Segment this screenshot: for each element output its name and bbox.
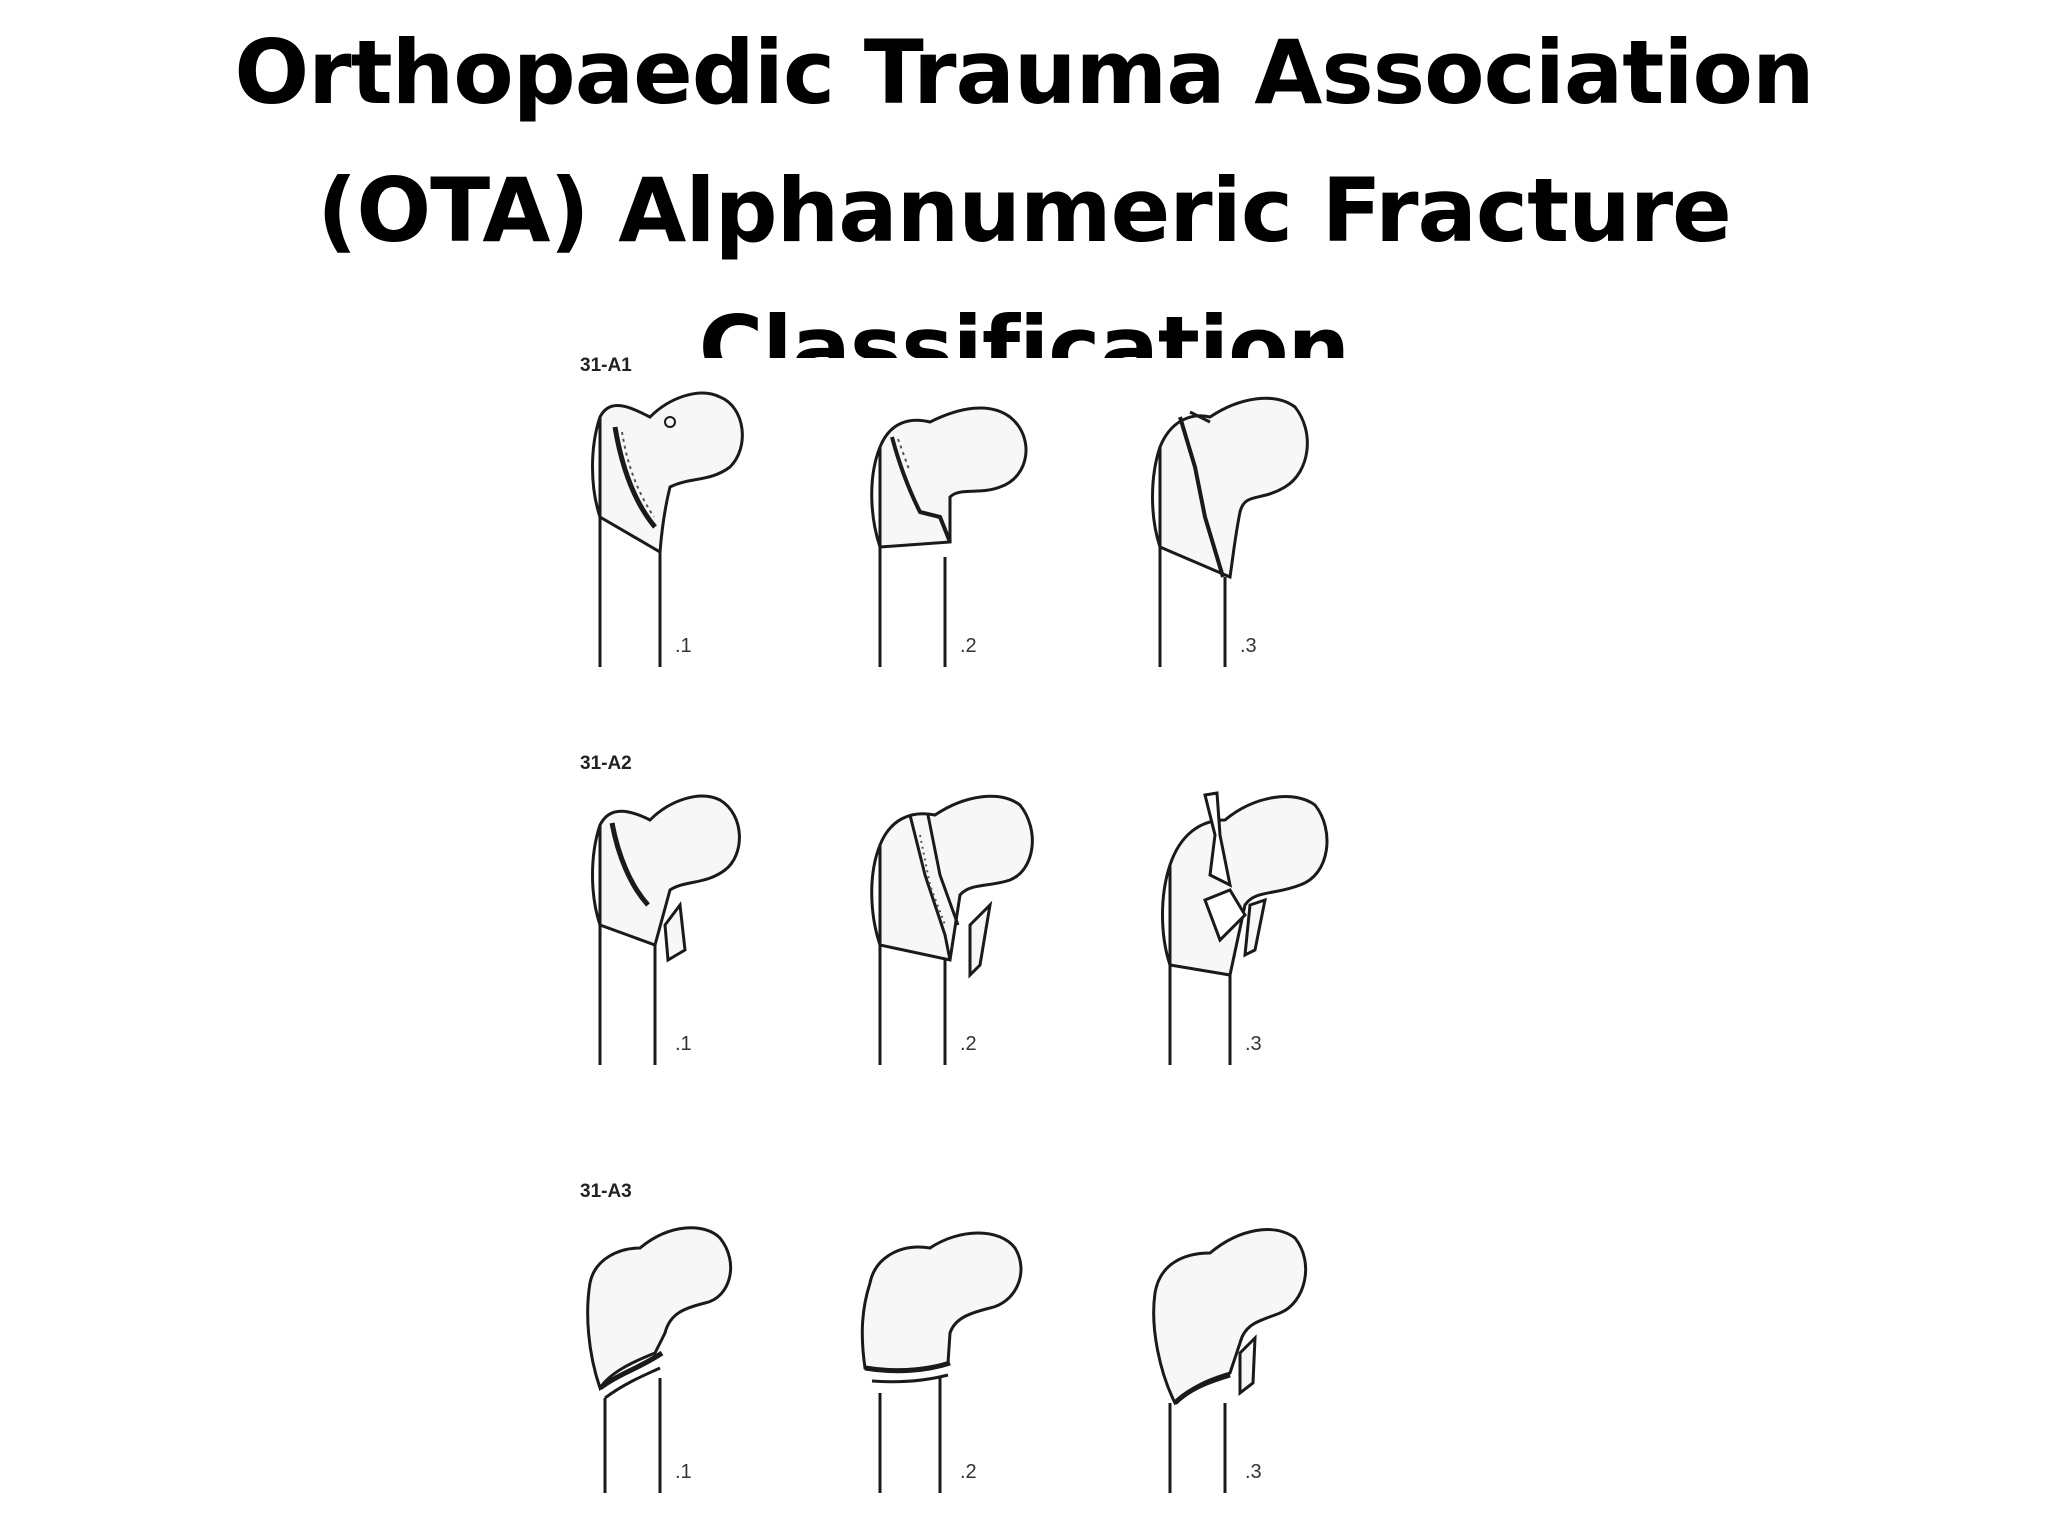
subtype-label: .1 <box>675 635 692 657</box>
subtype-label: .2 <box>960 1033 977 1055</box>
proximal-femur-illustration <box>1161 791 1329 1065</box>
group-label: 31-A3 <box>580 1181 632 1202</box>
group-label: 31-A1 <box>580 355 632 376</box>
subtype-label: .3 <box>1245 1033 1262 1055</box>
femur-illustration-a3-1: .1 <box>570 1203 830 1503</box>
proximal-femur-illustration <box>860 1231 1023 1493</box>
subtype-label: .1 <box>675 1033 692 1055</box>
proximal-femur-illustration <box>870 794 1034 1065</box>
group-label: 31-A2 <box>580 753 632 774</box>
femur-illustration-a2-3: .3 <box>1135 775 1395 1075</box>
group-row-31-a2: 31-A2 .1 .2 <box>560 753 1440 1083</box>
femur-illustration-a2-2: .2 <box>850 775 1110 1075</box>
femur-illustration-a3-2: .2 <box>850 1203 1110 1503</box>
group-row-31-a1: 31-A1 .1 .2 <box>560 355 1440 685</box>
subtype-label: .2 <box>960 635 977 657</box>
proximal-femur-illustration <box>1151 396 1309 667</box>
proximal-femur-illustration <box>870 406 1028 667</box>
slide-title: Orthopaedic Trauma Association (OTA) Alp… <box>234 21 1814 358</box>
femur-illustration-a1-3: .3 <box>1135 377 1395 677</box>
group-row-31-a3: 31-A3 .1 .2 <box>560 1181 1440 1511</box>
subtype-label: .3 <box>1240 635 1257 657</box>
subtype-label: .2 <box>960 1461 977 1483</box>
femur-illustration-a2-1: .1 <box>570 775 830 1075</box>
femur-illustration-a1-1: .1 <box>570 377 830 677</box>
proximal-femur-illustration <box>591 794 741 1065</box>
proximal-femur-illustration <box>586 1226 733 1493</box>
proximal-femur-illustration <box>591 391 744 667</box>
proximal-femur-illustration <box>1152 1228 1308 1493</box>
femur-illustration-a3-3: .3 <box>1135 1203 1395 1503</box>
femur-illustration-a1-2: .2 <box>850 377 1110 677</box>
fracture-classification-figure: 31-A1 .1 .2 <box>560 355 1440 1530</box>
subtype-label: .1 <box>675 1461 692 1483</box>
title-box: Orthopaedic Trauma Association (OTA) Alp… <box>150 0 1898 358</box>
subtype-label: .3 <box>1245 1461 1262 1483</box>
